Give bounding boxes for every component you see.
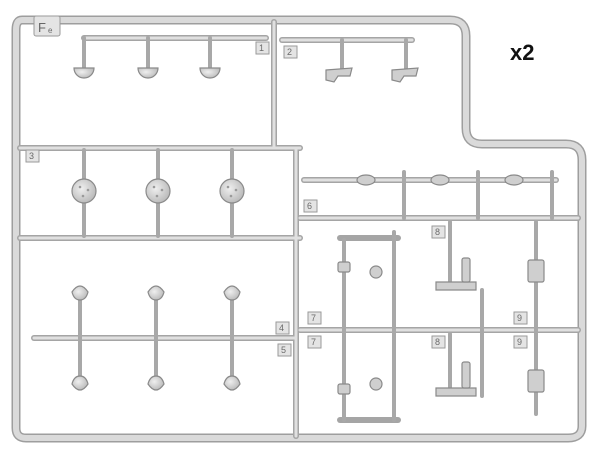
quantity-label: x2 bbox=[510, 40, 535, 65]
part-number-tabs bbox=[25, 15, 528, 357]
clip-parts bbox=[356, 174, 524, 186]
part-number-4: 4 bbox=[279, 323, 284, 333]
grenade-parts bbox=[71, 178, 245, 204]
part-number-5: 5 bbox=[281, 345, 286, 355]
part-number-9-bottom: 9 bbox=[517, 337, 522, 347]
tool-parts bbox=[337, 261, 383, 395]
part-number-8-bottom: 8 bbox=[435, 337, 440, 347]
weapon-parts bbox=[325, 67, 419, 83]
part-number-7-top: 7 bbox=[311, 313, 316, 323]
part-number-9-top: 9 bbox=[517, 313, 522, 323]
part-number-1: 1 bbox=[259, 43, 264, 53]
part-number-2: 2 bbox=[287, 47, 292, 57]
stand-parts bbox=[435, 257, 477, 397]
sprue-letter-sub: e bbox=[48, 26, 53, 35]
pouch-parts bbox=[527, 259, 545, 393]
sprue-letter: F bbox=[38, 20, 46, 35]
helmet-parts bbox=[73, 67, 221, 79]
part-number-3: 3 bbox=[29, 151, 34, 161]
part-number-6: 6 bbox=[307, 201, 312, 211]
sprue-runners bbox=[17, 19, 581, 439]
buckle-parts bbox=[71, 285, 241, 391]
part-number-7-bottom: 7 bbox=[311, 337, 316, 347]
part-number-8-top: 8 bbox=[435, 227, 440, 237]
